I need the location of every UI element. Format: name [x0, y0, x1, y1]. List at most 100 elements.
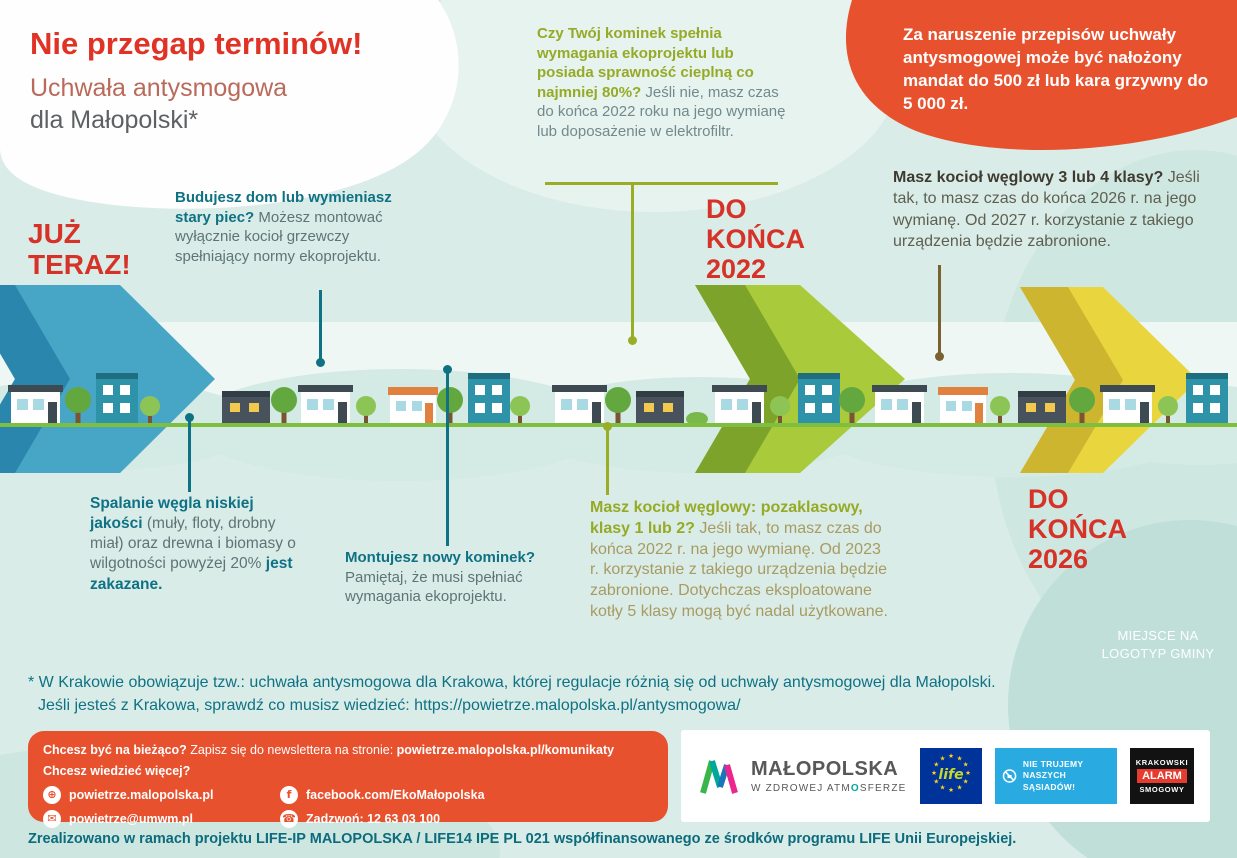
phone-text: Zadzwoń: 12 63 03 100	[306, 811, 441, 826]
note-boiler-class12-lead: Masz kocioł węglowy: pozaklasowy, klasy …	[590, 499, 863, 537]
note-fireplace-check-lead: Czy Twój kominek spełnia wymagania ekopr…	[537, 25, 754, 101]
newsletter-question: Chcesz być na bieżąco?	[43, 743, 187, 757]
nie-trujemy-logo: NIE TRUJEMY NASZYCH SĄSIADÓW!	[994, 748, 1117, 804]
connector-line	[938, 265, 941, 355]
note-coal-quality-mid: (muły, floty, drobny miał) oraz drewna i…	[90, 515, 296, 573]
facebook-link[interactable]: f facebook.com/EkoMałopolska	[280, 785, 653, 804]
footnote-line2-text: Jeśli jesteś z Krakowa, sprawdź co musis…	[38, 696, 415, 714]
connector-line	[188, 420, 191, 492]
note-coal-quality-lead: Spalanie węgla niskiej jakości	[90, 495, 254, 533]
website-link[interactable]: ⊕ powietrze.malopolska.pl	[43, 785, 280, 804]
life-text: life	[938, 767, 963, 783]
svg-text:★: ★	[933, 778, 939, 786]
connector-dot	[935, 352, 944, 361]
no-smoke-icon	[1002, 769, 1017, 783]
malopolska-tagline: W ZDROWEJ ATMOSFERZE	[751, 783, 907, 794]
note-boiler-class12-body: Jeśli tak, to masz czas do końca 2022 r.…	[590, 519, 888, 620]
newsletter-link[interactable]: powietrze.malopolska.pl/komunikaty	[396, 743, 615, 757]
footnote: * W Krakowie obowiązuje tzw.: uchwała an…	[28, 672, 1208, 717]
note-fireplace-check-body: Jeśli nie, masz czas do końca 2022 roku …	[537, 83, 786, 140]
facebook-icon: f	[280, 785, 298, 804]
svg-text:★: ★	[933, 761, 939, 769]
connector-dot	[628, 336, 637, 345]
website-text: powietrze.malopolska.pl	[69, 787, 214, 802]
note-boiler-class34-lead: Masz kocioł węglowy 3 lub 4 klasy?	[893, 169, 1164, 186]
svg-text:★: ★	[931, 769, 937, 777]
newsletter-text: Zapisz się do newslettera na stronie:	[186, 743, 397, 757]
contact-bar: Chcesz być na bieżąco? Zapisz się do new…	[28, 731, 668, 828]
red-blob	[845, 0, 1237, 150]
note-boiler-class12: Masz kocioł węglowy: pozaklasowy, klasy …	[590, 498, 888, 623]
malopolska-m-icon	[700, 760, 738, 794]
malopolska-name: MAŁOPOLSKA	[751, 758, 899, 780]
nie-trujemy-text: NIE TRUJEMY NASZYCH SĄSIADÓW!	[1022, 759, 1084, 792]
tagline-o: O	[850, 783, 860, 794]
connector-dot	[185, 413, 194, 422]
kas-line3: SMOGOWY	[1139, 785, 1185, 795]
svg-text:★: ★	[962, 761, 968, 769]
footnote-link[interactable]: https://powietrze.malopolska.pl/antysmog…	[414, 696, 741, 714]
note-new-fireplace: Montujesz nowy kominek? Pamiętaj, że mus…	[345, 548, 537, 607]
mail-icon: ✉	[43, 809, 61, 828]
connector-dot	[316, 358, 325, 367]
footnote-line1: * W Krakowie obowiązuje tzw.: uchwała an…	[28, 674, 996, 691]
note-coal-quality-tail: jest zakazane.	[90, 555, 293, 593]
note-new-fireplace-lead: Montujesz nowy kominek?	[345, 549, 536, 566]
connector-line	[545, 182, 778, 185]
label-end-2022: DO KOŃCA 2022	[706, 194, 804, 285]
email-link[interactable]: ✉ powietrze@umwm.pl	[43, 809, 280, 828]
label-now: JUŻ TERAZ!	[28, 218, 131, 281]
page-title: Nie przegap terminów!	[30, 26, 363, 61]
connector-line	[606, 429, 609, 495]
phone-link[interactable]: ☎ Zadzwoń: 12 63 03 100	[280, 809, 653, 828]
note-coal-quality: Spalanie węgla niskiej jakości (muły, fl…	[90, 494, 308, 595]
connector-dot	[603, 422, 612, 431]
footer-credit: Zrealizowano w ramach projektu LIFE-IP M…	[28, 831, 1017, 847]
note-boiler-class34: Masz kocioł węglowy 3 lub 4 klasy? Jeśli…	[893, 167, 1208, 252]
more-info-question: Chcesz wiedzieć więcej?	[43, 763, 191, 778]
header: Nie przegap terminów! Uchwała antysmogow…	[30, 26, 362, 136]
subtitle-line1: Uchwała antysmogowa	[30, 74, 288, 102]
note-build-house-body: Możesz montować wyłącznie kocioł grzewcz…	[175, 208, 383, 265]
timeline-illustration	[0, 285, 1237, 481]
svg-text:★: ★	[939, 784, 945, 792]
malopolska-logo: MAŁOPOLSKA W ZDROWEJ ATMOSFERZE	[697, 756, 907, 796]
subtitle-line2: dla Małopolski*	[30, 106, 199, 134]
connector-line	[631, 183, 634, 339]
svg-text:★: ★	[956, 754, 962, 762]
white-blob	[0, 0, 459, 209]
eu-stars: ★★★ ★★★ ★★★ ★★★	[931, 752, 971, 794]
krakowski-alarm-smogowy-logo: KRAKOWSKI ALARM SMOGOWY	[1129, 748, 1194, 804]
label-end-2026: DO KOŃCA 2026	[1028, 484, 1126, 575]
phone-icon: ☎	[280, 809, 298, 828]
globe-icon: ⊕	[43, 785, 61, 804]
note-build-house-lead: Budujesz dom lub wymieniasz stary piec?	[175, 189, 392, 226]
connector-line	[446, 372, 449, 546]
svg-text:★: ★	[939, 754, 945, 762]
svg-text:★: ★	[948, 752, 954, 760]
facebook-text: facebook.com/EkoMałopolska	[306, 787, 485, 802]
ground-line	[0, 423, 1237, 427]
partner-logos: MAŁOPOLSKA W ZDROWEJ ATMOSFERZE ★★★ ★★★ …	[681, 730, 1210, 822]
note-fireplace-check: Czy Twój kominek spełnia wymagania ekopr…	[537, 24, 792, 141]
malopolska-text: MAŁOPOLSKA W ZDROWEJ ATMOSFERZE	[751, 758, 907, 794]
connector-dot	[443, 365, 452, 374]
footnote-line2: Jeśli jesteś z Krakowa, sprawdź co musis…	[28, 695, 1208, 718]
svg-text:★: ★	[962, 778, 968, 786]
newsletter-line: Chcesz być na bieżąco? Zapisz się do new…	[43, 742, 653, 759]
kas-line1: KRAKOWSKI	[1135, 757, 1189, 767]
tagline-post: SFERZE	[859, 783, 907, 794]
svg-text:★: ★	[956, 784, 962, 792]
eu-life-logo: ★★★ ★★★ ★★★ ★★★ life	[919, 748, 982, 804]
note-boiler-class34-body: Jeśli tak, to masz czas do końca 2026 r.…	[893, 169, 1200, 250]
connector-line	[319, 290, 322, 360]
kas-line2: ALARM	[1137, 768, 1187, 784]
svg-text:★: ★	[948, 786, 954, 794]
municipality-logo-placeholder: MIEJSCE NA LOGOTYP GMINY	[1101, 628, 1215, 661]
penalty-note: Za naruszenie przepisów uchwały antysmog…	[903, 25, 1209, 113]
contact-grid: ⊕ powietrze.malopolska.pl f facebook.com/E…	[43, 785, 653, 828]
email-text: powietrze@umwm.pl	[69, 811, 194, 826]
note-build-house: Budujesz dom lub wymieniasz stary piec? …	[175, 188, 393, 266]
svg-text:★: ★	[965, 769, 971, 777]
